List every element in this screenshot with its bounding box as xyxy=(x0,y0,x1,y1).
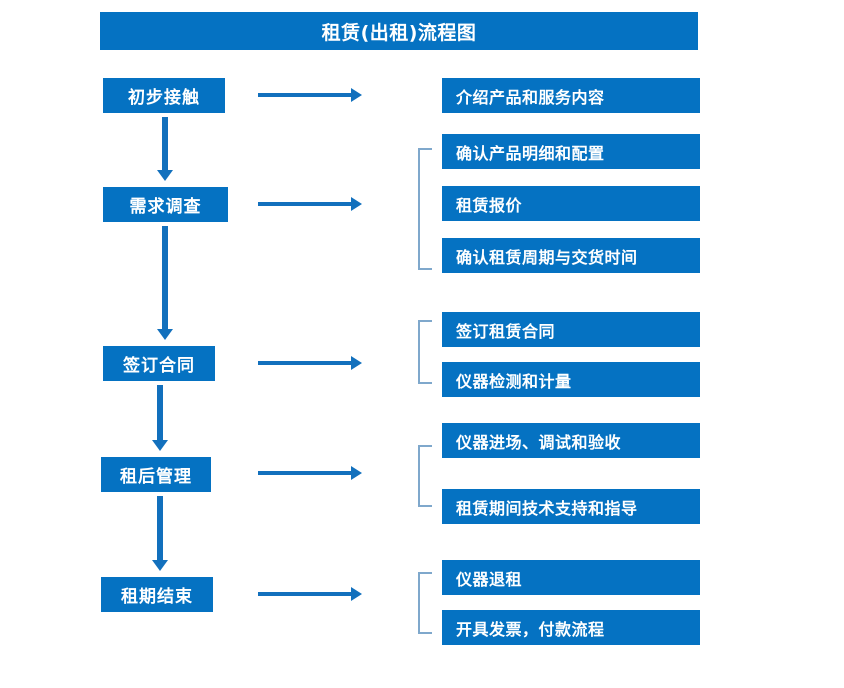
group-bracket-签订合同 xyxy=(418,320,432,384)
detail-box-签订租赁合同[interactable]: 签订租赁合同 xyxy=(442,312,700,347)
connector-arrow-right-5 xyxy=(258,587,362,601)
group-bracket-租后管理 xyxy=(418,445,432,507)
detail-box-租赁报价[interactable]: 租赁报价 xyxy=(442,186,700,221)
connector-arrow-right-1 xyxy=(258,88,362,102)
detail-box-仪器退租[interactable]: 仪器退租 xyxy=(442,560,700,595)
detail-box-仪器进场调试和验收[interactable]: 仪器进场、调试和验收 xyxy=(442,423,700,458)
detail-box-开具发票付款流程[interactable]: 开具发票，付款流程 xyxy=(442,610,700,645)
stage-box-需求调查[interactable]: 需求调查 xyxy=(103,187,228,222)
detail-box-确认产品明细和配置[interactable]: 确认产品明细和配置 xyxy=(442,134,700,169)
group-bracket-租期结束 xyxy=(418,572,432,634)
detail-box-租赁期间技术支持和指导[interactable]: 租赁期间技术支持和指导 xyxy=(442,489,700,524)
connector-arrow-right-4 xyxy=(258,466,362,480)
detail-box-仪器检测和计量[interactable]: 仪器检测和计量 xyxy=(442,362,700,397)
flow-arrow-down-2 xyxy=(157,226,173,340)
stage-box-初步接触[interactable]: 初步接触 xyxy=(103,78,225,113)
chart-title-banner: 租赁(出租)流程图 xyxy=(100,12,698,50)
detail-box-确认租赁周期与交货时间[interactable]: 确认租赁周期与交货时间 xyxy=(442,238,700,273)
connector-arrow-right-3 xyxy=(258,356,362,370)
stage-box-签订合同[interactable]: 签订合同 xyxy=(103,346,215,381)
flow-arrow-down-3 xyxy=(152,385,168,451)
group-bracket-需求调查 xyxy=(418,148,432,270)
stage-box-租期结束[interactable]: 租期结束 xyxy=(101,577,213,612)
connector-arrow-right-2 xyxy=(258,197,362,211)
detail-box-介绍产品和服务内容[interactable]: 介绍产品和服务内容 xyxy=(442,78,700,113)
flow-arrow-down-4 xyxy=(152,496,168,571)
stage-box-租后管理[interactable]: 租后管理 xyxy=(101,457,211,492)
flow-arrow-down-1 xyxy=(157,117,173,181)
